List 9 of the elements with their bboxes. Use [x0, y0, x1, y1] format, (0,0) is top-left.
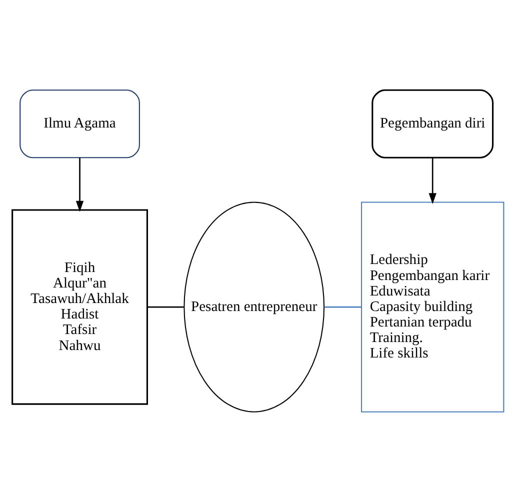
- connector: [148, 306, 184, 308]
- node-ellipse: Pesatren entrepreneur: [184, 201, 325, 412]
- connector: [324, 306, 362, 308]
- arrow: [76, 157, 84, 212]
- node-box: Fiqih Alqur"an Tasawuh/Akhlak Hadist Tafsir Nahwu: [12, 208, 148, 404]
- node-box: Ledership Pengembangan karir Eduwisata Capasity building Pertanian terpadu Training. Life skills: [361, 201, 504, 412]
- node-box: Ilmu Agama: [20, 89, 140, 158]
- node-box: Pegembangan diri: [372, 88, 494, 158]
- arrow: [428, 157, 436, 204]
